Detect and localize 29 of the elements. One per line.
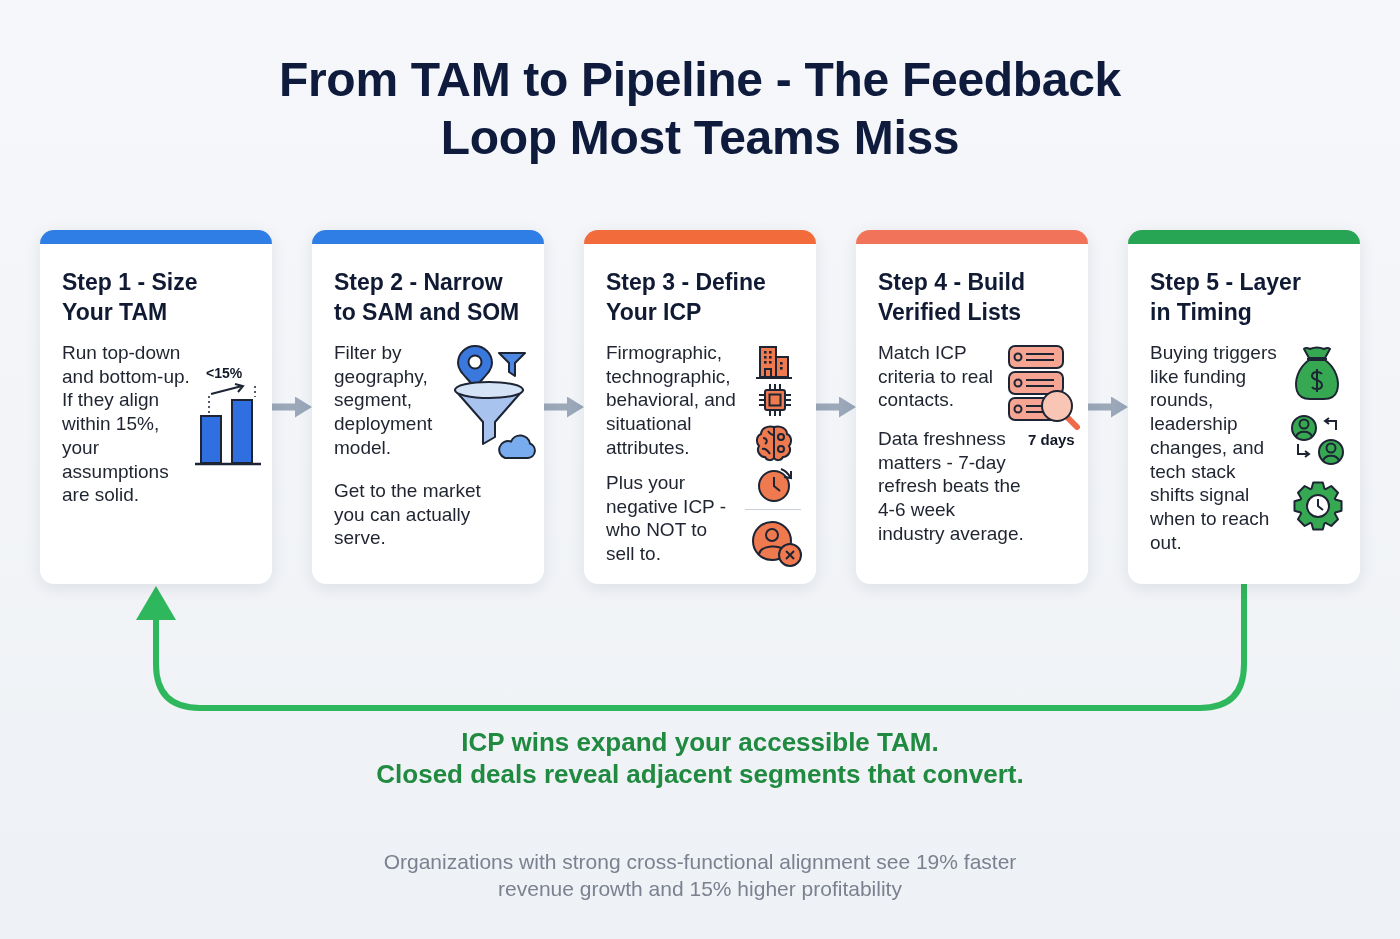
step-card: [1128, 230, 1360, 584]
card-text: Buying triggers like funding rounds, leadership changes, and tech stack shifts signal when to reach out.: [1150, 341, 1278, 555]
feedback-loop-arrow: [136, 584, 1247, 711]
card-text: Get to the market you can actually serve.: [334, 479, 482, 551]
step-card: [856, 230, 1088, 584]
card-text: Run top-down and bottom-up. If they align within 15%, your assumptions are solid.: [62, 341, 191, 507]
card-heading: Step 1 - Size Your TAM: [62, 268, 199, 327]
chart-label: <15%: [206, 365, 243, 381]
card-text: Data freshness matters - 7-day refresh beats the 4-6 week industry average.: [878, 427, 1024, 546]
card-heading: Step 5 - Layer in Timing: [1150, 268, 1302, 327]
step-card: [40, 230, 272, 584]
card-text: Filter by geography, segment, deployment model.: [334, 341, 434, 460]
step-card: [312, 230, 544, 584]
arrow: [1088, 396, 1128, 418]
card-text: Match ICP criteria to real contacts.: [878, 341, 995, 413]
card-heading: Step 2 - Narrow to SAM and SOM: [334, 268, 521, 327]
footnote: Organizations with strong cross-functional alignment see 19% faster revenue growth and 15% higher profitability: [382, 849, 1018, 902]
duration-label: 7 days: [1028, 431, 1075, 449]
card-heading: Step 4 - Build Verified Lists: [878, 268, 1026, 327]
card-text: Firmographic, technographic, behavioral, and situational attributes.: [606, 341, 737, 460]
title: From TAM to Pipeline - The Feedback Loop Most Teams Miss: [277, 52, 1122, 166]
card-text: Plus your negative ICP - who NOT to sell to.: [606, 471, 728, 566]
arrow: [544, 396, 584, 418]
feedback-note: ICP wins expand your accessible TAM.: [461, 727, 939, 757]
feedback-note: Closed deals reveal adjacent segments that convert.: [376, 759, 1024, 789]
arrow: [816, 396, 856, 418]
step-card: [584, 230, 816, 584]
card-heading: Step 3 - Define Your ICP: [606, 268, 767, 327]
arrow: [272, 396, 312, 418]
